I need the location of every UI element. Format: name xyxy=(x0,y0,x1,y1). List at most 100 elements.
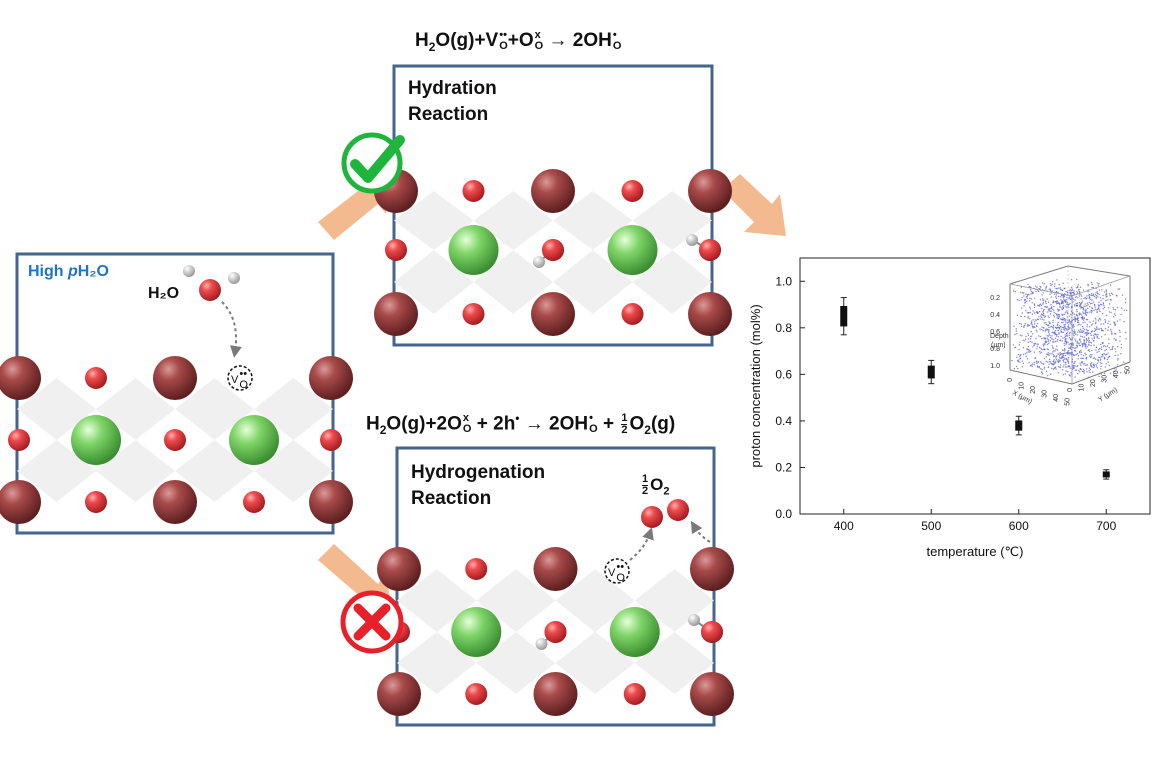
inset-z-tick: 0.4 xyxy=(990,312,1000,319)
check-icon xyxy=(341,132,405,194)
large-cation xyxy=(0,356,41,400)
inset-x-tick: 30 xyxy=(1042,390,1049,398)
y-tick-label: 0.8 xyxy=(775,321,792,335)
large-cation xyxy=(533,547,578,591)
o2-release-arrow xyxy=(629,527,654,561)
large-cation xyxy=(377,547,421,591)
data-point xyxy=(840,297,848,336)
oxygen-atom xyxy=(462,303,485,325)
green-cation xyxy=(448,225,499,275)
inset-z-tick: 0.2 xyxy=(990,295,1000,302)
inset-z-tick: 0.6 xyxy=(990,329,1000,336)
inset-z-tick: 0.8 xyxy=(990,346,1000,353)
arrow-to-chart xyxy=(722,174,786,236)
lattice-background xyxy=(397,569,714,694)
x-tick-label: 500 xyxy=(921,519,941,533)
y-tick-label: 0.2 xyxy=(775,460,792,474)
inset-z-tick: 1.0 xyxy=(990,363,1000,370)
x-tick-label: 600 xyxy=(1009,519,1029,533)
large-cation xyxy=(309,356,353,400)
y-axis-label: proton concentration (mol%) xyxy=(748,304,763,467)
y-tick-label: 0.4 xyxy=(775,414,792,428)
y-tick-label: 1.0 xyxy=(775,274,792,288)
large-cation xyxy=(690,672,734,716)
oxygen-atom xyxy=(465,683,488,705)
y-tick-label: 0.0 xyxy=(775,507,792,521)
inset-x-tick: 40 xyxy=(1053,394,1060,402)
oxygen-atom xyxy=(85,491,107,513)
oxygen-atom xyxy=(243,491,265,513)
oxygen-atom xyxy=(465,558,488,580)
hydrogen-atom xyxy=(686,234,698,246)
green-cation xyxy=(609,607,660,657)
oxygen-atom xyxy=(385,239,407,261)
cross-icon xyxy=(340,590,404,654)
bottom-lattice xyxy=(377,547,734,716)
lattice-atoms xyxy=(0,356,353,524)
inset-x-tick: 0 xyxy=(1007,378,1014,382)
green-cation xyxy=(229,415,279,465)
inset-y-tick: 40 xyxy=(1113,370,1120,378)
large-cation xyxy=(688,292,732,336)
water-path-arrow xyxy=(221,301,242,358)
y-tick-label: 0.6 xyxy=(775,367,792,381)
hydrogen-atom xyxy=(688,614,700,626)
vacancy-circle-bottom xyxy=(604,558,630,584)
inset-y-tick: 10 xyxy=(1079,384,1086,392)
inset-dots xyxy=(1011,278,1128,378)
green-cation xyxy=(607,225,658,275)
o2-molecule xyxy=(641,499,689,528)
hydrogen-atom xyxy=(535,638,548,650)
large-cation xyxy=(153,356,197,400)
oxygen-atom xyxy=(320,429,342,451)
vacancy-label-bottom: V••O xyxy=(608,561,625,584)
oxygen-atom xyxy=(621,303,644,325)
inset-z-unit: (μm) xyxy=(991,342,1006,349)
large-cation xyxy=(377,672,421,716)
inset-x-tick: 50 xyxy=(1065,398,1072,406)
oxygen-out-arrow xyxy=(690,520,711,543)
large-cation xyxy=(153,480,197,524)
large-cation xyxy=(690,547,734,591)
large-cation xyxy=(531,292,575,336)
left-lattice xyxy=(0,356,353,524)
data-point xyxy=(1102,469,1110,480)
vacancy-circle xyxy=(227,365,253,391)
lattice-atoms xyxy=(374,169,732,336)
chart-points xyxy=(840,297,1110,480)
large-cation xyxy=(374,292,418,336)
left-panel xyxy=(0,252,353,535)
oxygen-atom xyxy=(462,180,485,202)
hydrogenation-panel xyxy=(377,446,734,727)
inset-z-label: Depth xyxy=(990,333,1009,340)
oxygen-atom xyxy=(623,683,646,705)
lattice-atoms xyxy=(377,547,734,716)
green-cation xyxy=(71,415,121,465)
oxygen-atom xyxy=(621,180,644,202)
hydration-panel xyxy=(374,64,732,347)
large-cation xyxy=(531,169,575,213)
hydrogen-atom xyxy=(533,256,545,268)
left-panel-title: High pH₂O xyxy=(28,263,109,280)
top-lattice xyxy=(374,169,732,336)
data-point xyxy=(927,359,935,385)
oxygen-atom xyxy=(164,429,186,451)
large-cation xyxy=(309,480,353,524)
inset-y-tick: 50 xyxy=(1125,366,1132,374)
water-label: H₂O xyxy=(148,285,180,302)
inset-x-tick: 20 xyxy=(1030,386,1037,394)
water-molecule xyxy=(183,265,240,301)
large-cation xyxy=(688,169,732,213)
large-cation xyxy=(533,672,578,716)
x-tick-label: 400 xyxy=(834,519,854,533)
lattice-background xyxy=(17,378,333,502)
inset-x-tick: 10 xyxy=(1019,382,1026,390)
